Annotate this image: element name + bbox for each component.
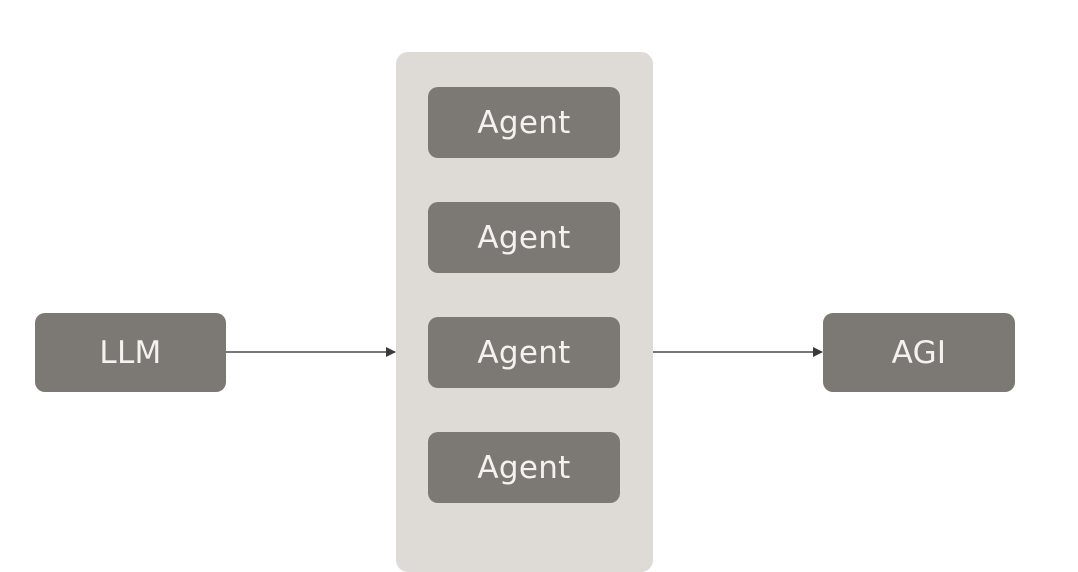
agent-node-1: Agent [428, 87, 620, 158]
agi-node: AGI [823, 313, 1015, 392]
agent-node-3: Agent [428, 317, 620, 388]
agent-node-label: Agent [477, 449, 571, 486]
agent-node-label: Agent [477, 219, 571, 256]
agent-node-4: Agent [428, 432, 620, 503]
agent-node-label: Agent [477, 334, 571, 371]
agi-node-label: AGI [891, 334, 947, 371]
llm-node-label: LLM [99, 334, 162, 371]
agent-node-label: Agent [477, 104, 571, 141]
agent-node-2: Agent [428, 202, 620, 273]
llm-node: LLM [35, 313, 226, 392]
